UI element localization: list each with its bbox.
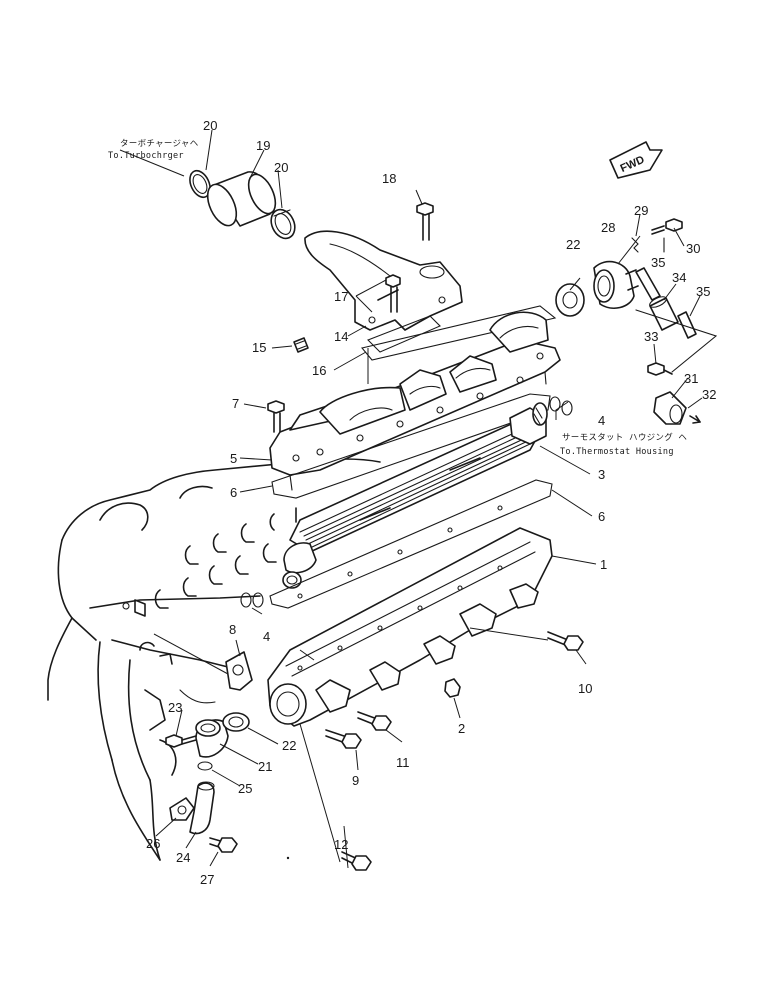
callout-9: 9: [352, 773, 359, 788]
tube-35-a: [635, 267, 661, 301]
bolt-27: [209, 837, 238, 853]
plug-15: [293, 337, 309, 353]
thermostat-note-jp: サーモスタット ハウジング ヘ: [562, 432, 687, 443]
gasket-6-upper: [271, 393, 551, 499]
callout-2: 2: [458, 721, 465, 736]
water-elbow-21: [195, 719, 229, 758]
bolt-33: [647, 362, 673, 376]
callout-23: 23: [168, 700, 182, 715]
callout-21: 21: [258, 759, 272, 774]
thermostat-note-en: To.Thermostat Housing: [560, 447, 674, 457]
turbo-note-jp: ターボチャージャヘ: [120, 139, 199, 149]
arrow-to-thermostat: [689, 415, 701, 424]
callout-20: 20: [203, 118, 217, 133]
engine-block: [47, 458, 381, 861]
callout-33: 33: [644, 329, 658, 344]
callout-24: 24: [176, 850, 190, 865]
hose-34: [649, 296, 679, 331]
callout-29: 29: [634, 203, 648, 218]
bolt-18: [416, 202, 434, 241]
bolt-12: [341, 851, 372, 871]
gasket-22-lower: [222, 712, 250, 732]
callout-28: 28: [601, 220, 615, 235]
bolt-9: [325, 729, 362, 749]
callout-17: 17: [334, 289, 348, 304]
callout-12: 12: [334, 837, 348, 852]
cooler-case-1: [267, 527, 553, 727]
o-ring-25: [197, 761, 213, 771]
tube-35-b: [677, 311, 697, 339]
callout-22: 22: [566, 237, 580, 252]
callout-22: 22: [282, 738, 296, 753]
callout-34: 34: [672, 270, 686, 285]
notes: ターボチャージャヘ To.Turbochrger サーモスタット ハウジング ヘ…: [108, 139, 687, 457]
gasket-6-lower: [269, 479, 553, 609]
callout-11: 11: [396, 755, 410, 770]
callout-numbers: 20 19 20 18 17 14 15 16 7 5 6 4 3 6 1 22…: [146, 118, 716, 887]
callout-30: 30: [686, 241, 700, 256]
callout-14: 14: [334, 329, 348, 344]
air-connector: [304, 230, 463, 353]
callout-6: 6: [230, 485, 237, 500]
fwd-arrow-icon: FWD: [609, 141, 663, 179]
leader-lines: [119, 129, 703, 869]
clip-29: [631, 237, 639, 253]
callout-19: 19: [256, 138, 270, 153]
gasket-26: [169, 797, 195, 821]
tube-24: [189, 781, 215, 835]
callout-18: 18: [382, 171, 396, 186]
bolt-30: [651, 218, 683, 235]
water-connector-28: [593, 260, 639, 309]
bolt-23: [165, 734, 197, 748]
gasket-8: [225, 651, 253, 691]
callout-5: 5: [230, 451, 237, 466]
callout-7: 7: [232, 396, 239, 411]
callout-26: 26: [146, 836, 160, 851]
bolt-11: [357, 711, 392, 731]
callout-20: 20: [274, 160, 288, 175]
turbo-note-en: To.Turbochrger: [108, 151, 184, 161]
callout-10: 10: [578, 681, 592, 696]
callout-32: 32: [702, 387, 716, 402]
bolt-7: [267, 400, 285, 433]
callout-27: 27: [200, 872, 214, 887]
plug-2: [444, 678, 461, 698]
o-rings-4: [240, 396, 573, 608]
cover-5: [269, 311, 561, 491]
callout-3: 3: [598, 467, 605, 482]
callout-25: 25: [238, 781, 252, 796]
callout-35: 35: [696, 284, 710, 299]
bolt-10: [547, 631, 584, 651]
callout-35: 35: [651, 255, 665, 270]
gasket-16: [361, 305, 557, 361]
gasket-22-upper: [555, 283, 585, 317]
callout-4: 4: [263, 629, 270, 644]
elbow-31: [653, 391, 687, 425]
callout-8: 8: [229, 622, 236, 637]
callout-6: 6: [598, 509, 605, 524]
cooler-core-3: [282, 402, 548, 589]
turbo-hose: [189, 169, 296, 240]
callout-4: 4: [598, 413, 605, 428]
callout-16: 16: [312, 363, 326, 378]
callout-15: 15: [252, 340, 266, 355]
callout-31: 31: [684, 371, 698, 386]
callout-1: 1: [600, 557, 607, 572]
bolt-17: [385, 274, 401, 313]
